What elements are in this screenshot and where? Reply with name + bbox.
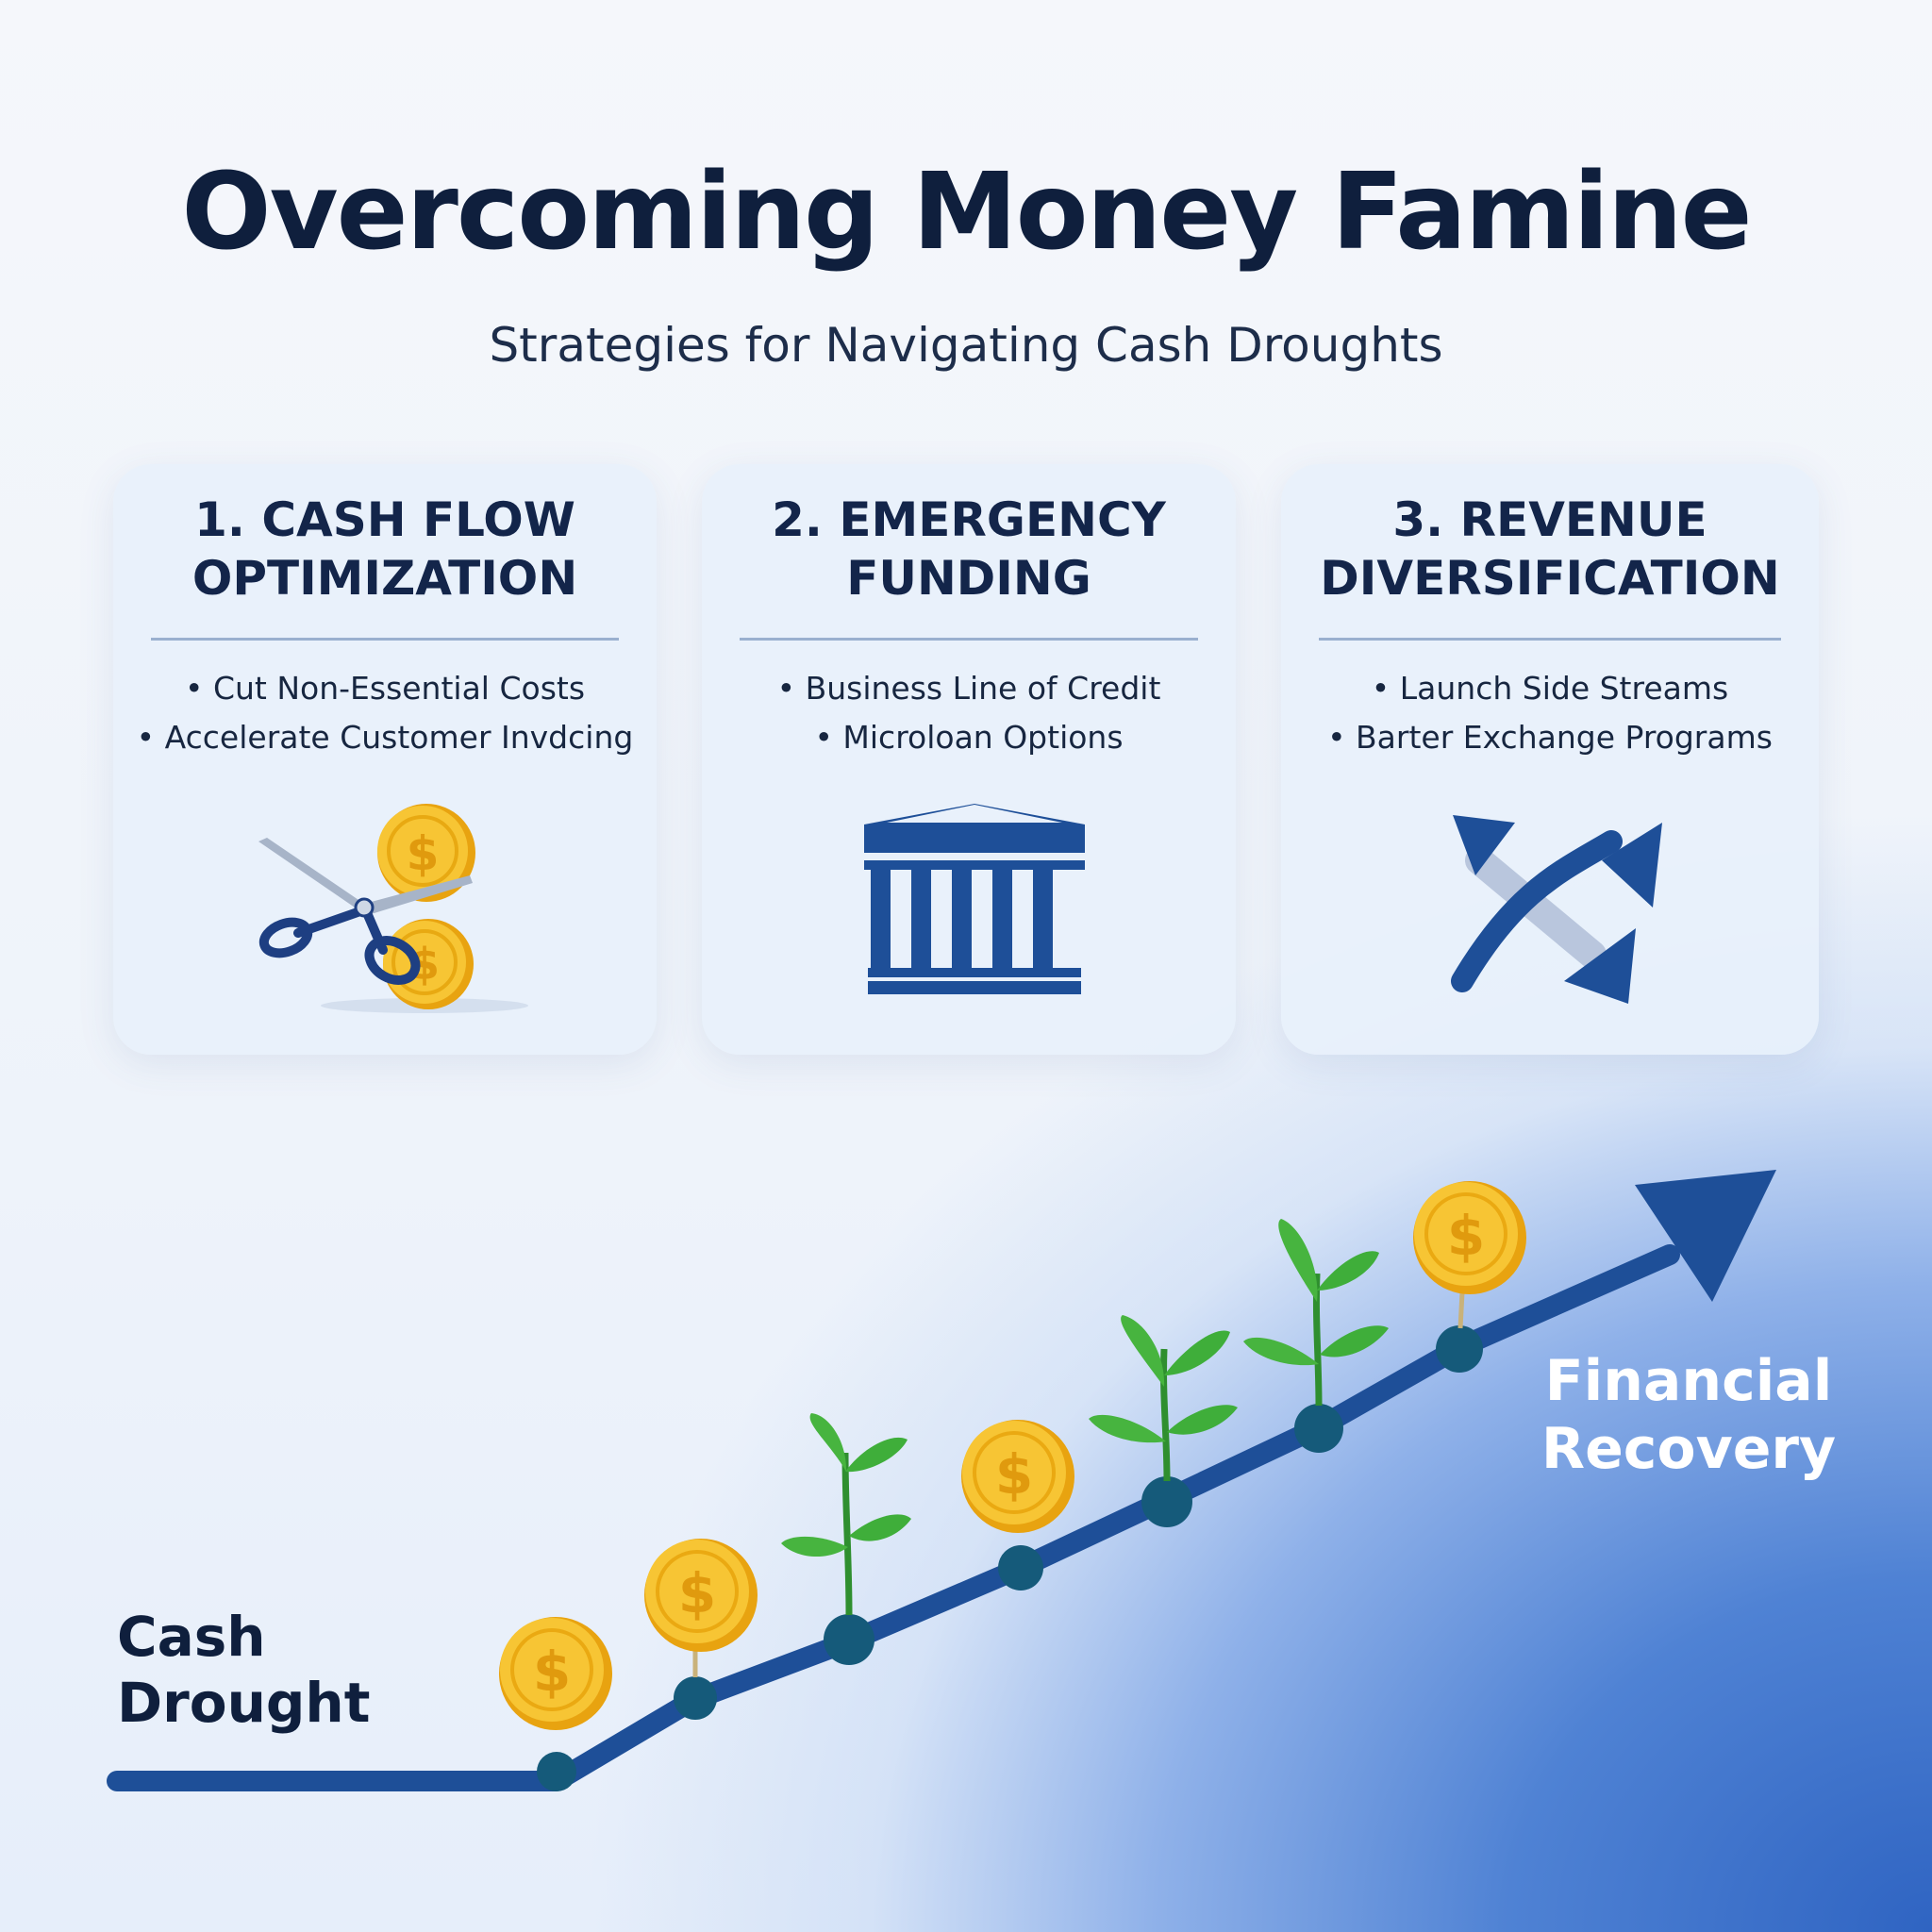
svg-text:$: $ [678,1561,716,1625]
path-node [824,1614,874,1665]
card-bullet-list: Business Line of Credit Microloan Option… [702,664,1236,762]
cash-drought-label: Cash Drought [117,1605,371,1735]
card-bullet-list: Cut Non-Essential Costs Accelerate Custo… [113,664,657,762]
crossing-arrows-icon [1451,815,1662,1004]
path-node [1436,1325,1483,1373]
svg-text:$: $ [407,826,440,881]
svg-text:$: $ [995,1442,1033,1507]
coin-icon: $ [644,1539,758,1652]
svg-text:$: $ [533,1640,571,1704]
bank-building-icon [864,804,1085,994]
card-bullet: Barter Exchange Programs [1281,713,1819,762]
coin-icon: $ [499,1617,612,1730]
page-title: Overcoming Money Famine [181,151,1752,274]
card-bullet-list: Launch Side Streams Barter Exchange Prog… [1281,664,1819,762]
card-bullet: Business Line of Credit [702,664,1236,713]
path-node [1141,1476,1192,1527]
path-node [674,1676,717,1720]
strategy-card-revenue-diversification: 3. REVENUE DIVERSIFICATION Launch Side S… [1281,464,1819,1055]
card-bullet: Launch Side Streams [1281,664,1819,713]
path-node [537,1752,576,1791]
card-bullet: Accelerate Customer Invdcing [113,713,657,762]
card-bullet: Microloan Options [702,713,1236,762]
card-title: 2. EMERGENCY FUNDING [772,492,1166,606]
coin-icon: $ [1413,1181,1526,1294]
sprout-icon [781,1413,911,1616]
path-node [1294,1404,1343,1453]
svg-text:$: $ [1447,1204,1485,1268]
growth-arrowhead-icon [1635,1170,1776,1302]
card-divider [1319,638,1781,641]
card-title: 1. CASH FLOW OPTIMIZATION [192,492,578,606]
coin-icon: $ [961,1420,1074,1533]
card-divider [740,638,1198,641]
sprout-icon [1089,1315,1238,1482]
card-divider [151,638,619,641]
page-subtitle: Strategies for Navigating Cash Droughts [489,318,1443,373]
card-bullet: Cut Non-Essential Costs [113,664,657,713]
strategy-card-emergency-funding: 2. EMERGENCY FUNDING Business Line of Cr… [702,464,1236,1055]
scissors-cutting-coins-icon: $ $ [258,804,528,1013]
sprout-icon [1243,1219,1389,1407]
strategy-card-cash-flow: 1. CASH FLOW OPTIMIZATION Cut Non-Essent… [113,464,657,1055]
financial-recovery-label: Financial Recovery [1541,1348,1837,1482]
card-title: 3. REVENUE DIVERSIFICATION [1320,492,1780,606]
path-node [998,1545,1043,1591]
